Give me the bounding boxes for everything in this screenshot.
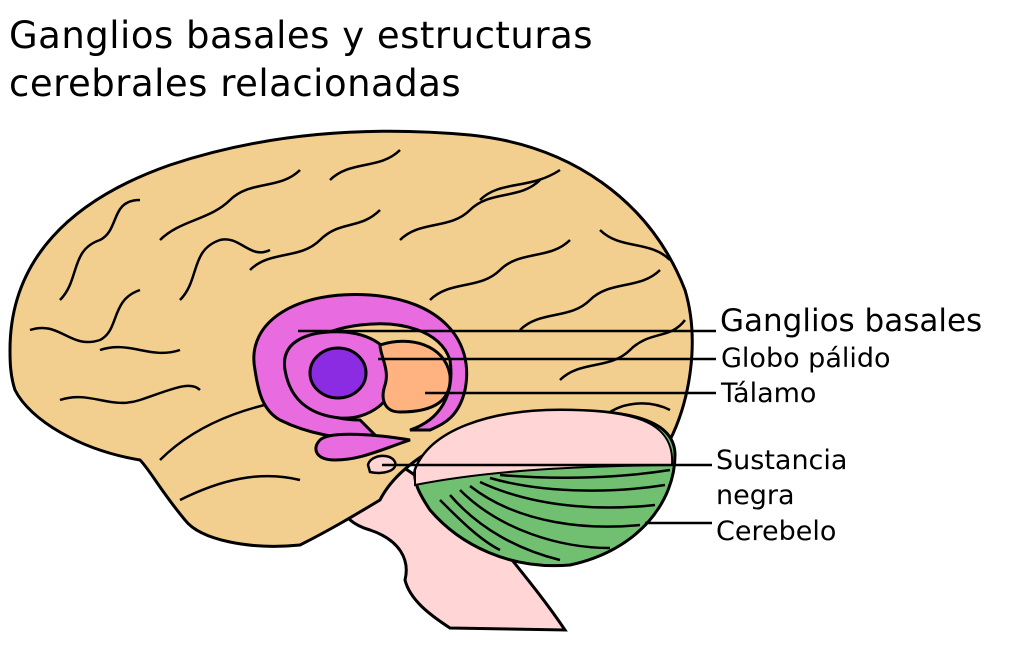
substantia-nigra: [366, 454, 397, 475]
gyri-lines: [29, 149, 686, 502]
label-basal-ganglia: Ganglios basales: [720, 303, 983, 339]
title-line-1: Ganglios basales y estructuras: [9, 14, 594, 57]
label-thalamus: Tálamo: [721, 378, 817, 409]
title-line-2: cerebrales relacionadas: [9, 62, 462, 105]
label-cerebellum: Cerebelo: [716, 516, 837, 547]
label-substantia-nigra-1: Sustancia: [716, 445, 848, 476]
label-substantia-nigra-2: negra: [716, 480, 795, 511]
caudate-tail: [314, 432, 411, 462]
leader-lines: [298, 329, 716, 525]
globus-pallidus: [308, 346, 368, 400]
cerebellum-folia: [439, 468, 671, 562]
diagram-title: Ganglios basales y estructuras cerebrale…: [9, 12, 593, 108]
label-globus-pallidus: Globo pálido: [721, 343, 891, 374]
